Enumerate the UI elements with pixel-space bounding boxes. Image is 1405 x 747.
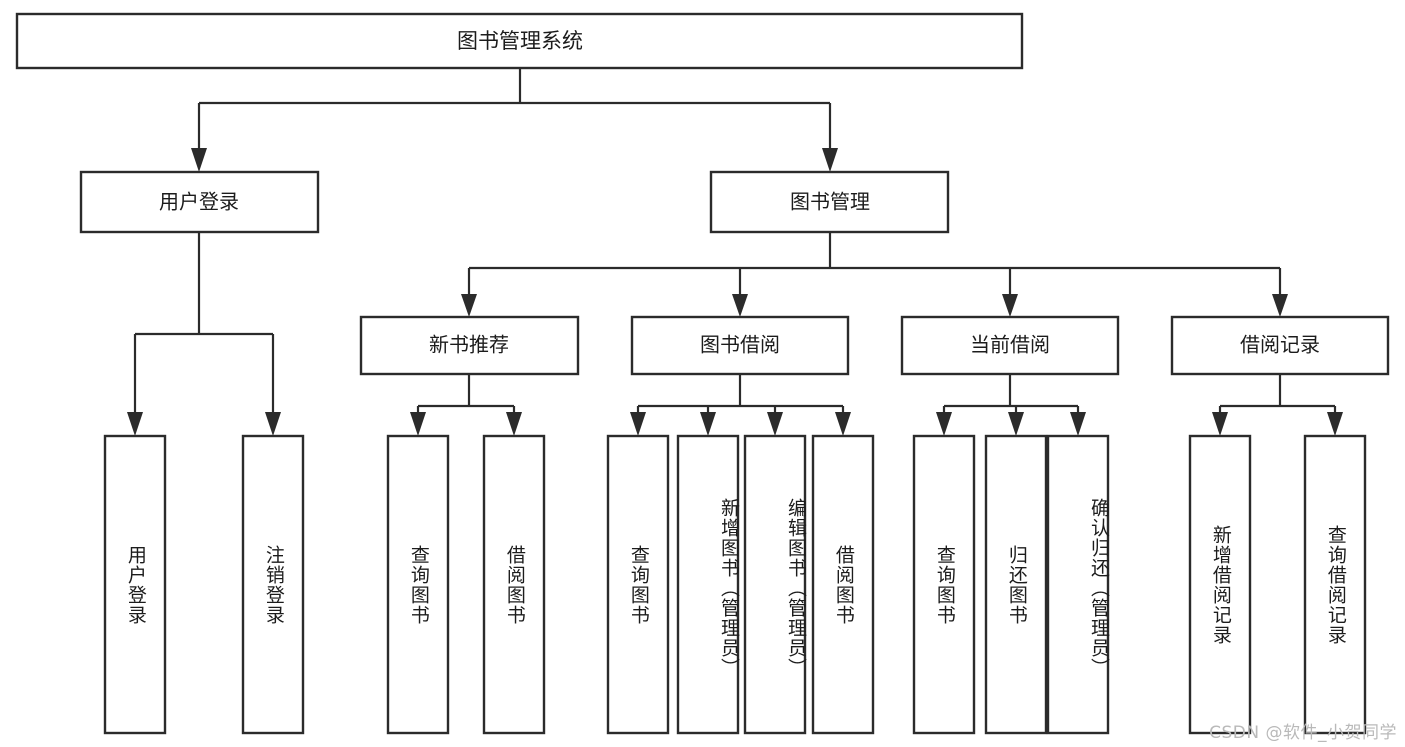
leaf-query-book-cur-box[interactable] [912, 434, 976, 735]
node-book-manage[interactable]: 图书管理 [709, 170, 950, 234]
node-root[interactable]: 图书管理系统 [15, 12, 1024, 70]
leaf-query-book-borrow-box[interactable] [606, 434, 670, 735]
leaf-borrow-book-box[interactable] [811, 434, 875, 735]
arrow-head-leaf-query-book-cur [936, 412, 952, 436]
arrow-head-leaf-add-book [700, 412, 716, 436]
arrow-head-leaf-confirm-return [1070, 412, 1086, 436]
node-borrow-record[interactable]: 借阅记录 [1170, 315, 1390, 376]
arrow-head-leaf-add-record [1212, 412, 1228, 436]
node-new-book-recommend[interactable]: 新书推荐 [359, 315, 580, 376]
node-book-borrow-box[interactable] [630, 315, 850, 376]
node-current-borrow-label: 当前借阅 [970, 333, 1050, 357]
node-user-login-label: 用户登录 [159, 190, 239, 214]
leaf-edit-book-box[interactable] [743, 434, 807, 735]
node-root-label: 图书管理系统 [457, 29, 583, 53]
node-borrow-record-label: 借阅记录 [1240, 333, 1320, 357]
node-current-borrow[interactable]: 当前借阅 [900, 315, 1120, 376]
leaf-add-record-box[interactable] [1188, 434, 1252, 735]
node-borrow-record-box[interactable] [1170, 315, 1390, 376]
arrow-head-leaf-query-book-borrow [630, 412, 646, 436]
node-book-manage-label: 图书管理 [790, 190, 870, 214]
node-book-manage-box[interactable] [709, 170, 950, 234]
arrow-head-user-login [191, 148, 207, 172]
arrow-head-leaf-user-login [127, 412, 143, 436]
arrow-head-leaf-logout-login [265, 412, 281, 436]
leaf-user-login-box[interactable] [103, 434, 167, 735]
arrow-head-new-book-recommend [461, 294, 477, 317]
leaf-confirm-return-box[interactable] [1046, 434, 1110, 735]
node-book-borrow[interactable]: 图书借阅 [630, 315, 850, 376]
leaf-query-book-rec-box[interactable] [386, 434, 450, 735]
node-root-box[interactable] [15, 12, 1024, 70]
arrow-head-book-manage [822, 148, 838, 172]
leaf-box-layer [103, 434, 1367, 735]
arrow-head-leaf-borrow-book [835, 412, 851, 436]
node-new-book-recommend-box[interactable] [359, 315, 580, 376]
arrow-head-leaf-query-book-rec [410, 412, 426, 436]
leaf-return-book-box[interactable] [984, 434, 1048, 735]
arrow-head-current-borrow [1002, 294, 1018, 317]
arrow-head-leaf-borrow-book-rec [506, 412, 522, 436]
arrow-head-book-borrow [732, 294, 748, 317]
csdn-watermark: CSDN @软件_小贺同学 [1209, 723, 1397, 743]
node-new-book-recommend-label: 新书推荐 [429, 333, 509, 357]
connector-layer [127, 68, 1343, 436]
node-user-login-box[interactable] [79, 170, 320, 234]
node-current-borrow-box[interactable] [900, 315, 1120, 376]
arrow-head-leaf-edit-book [767, 412, 783, 436]
arrow-head-leaf-return-book [1008, 412, 1024, 436]
node-user-login[interactable]: 用户登录 [79, 170, 320, 234]
leaf-add-book-box[interactable] [676, 434, 740, 735]
node-book-borrow-label: 图书借阅 [700, 333, 780, 357]
leaf-query-record-box[interactable] [1303, 434, 1367, 735]
leaf-logout-login-box[interactable] [241, 434, 305, 735]
arrow-head-borrow-record [1272, 294, 1288, 317]
leaf-borrow-book-rec-box[interactable] [482, 434, 546, 735]
arrow-head-leaf-query-record [1327, 412, 1343, 436]
